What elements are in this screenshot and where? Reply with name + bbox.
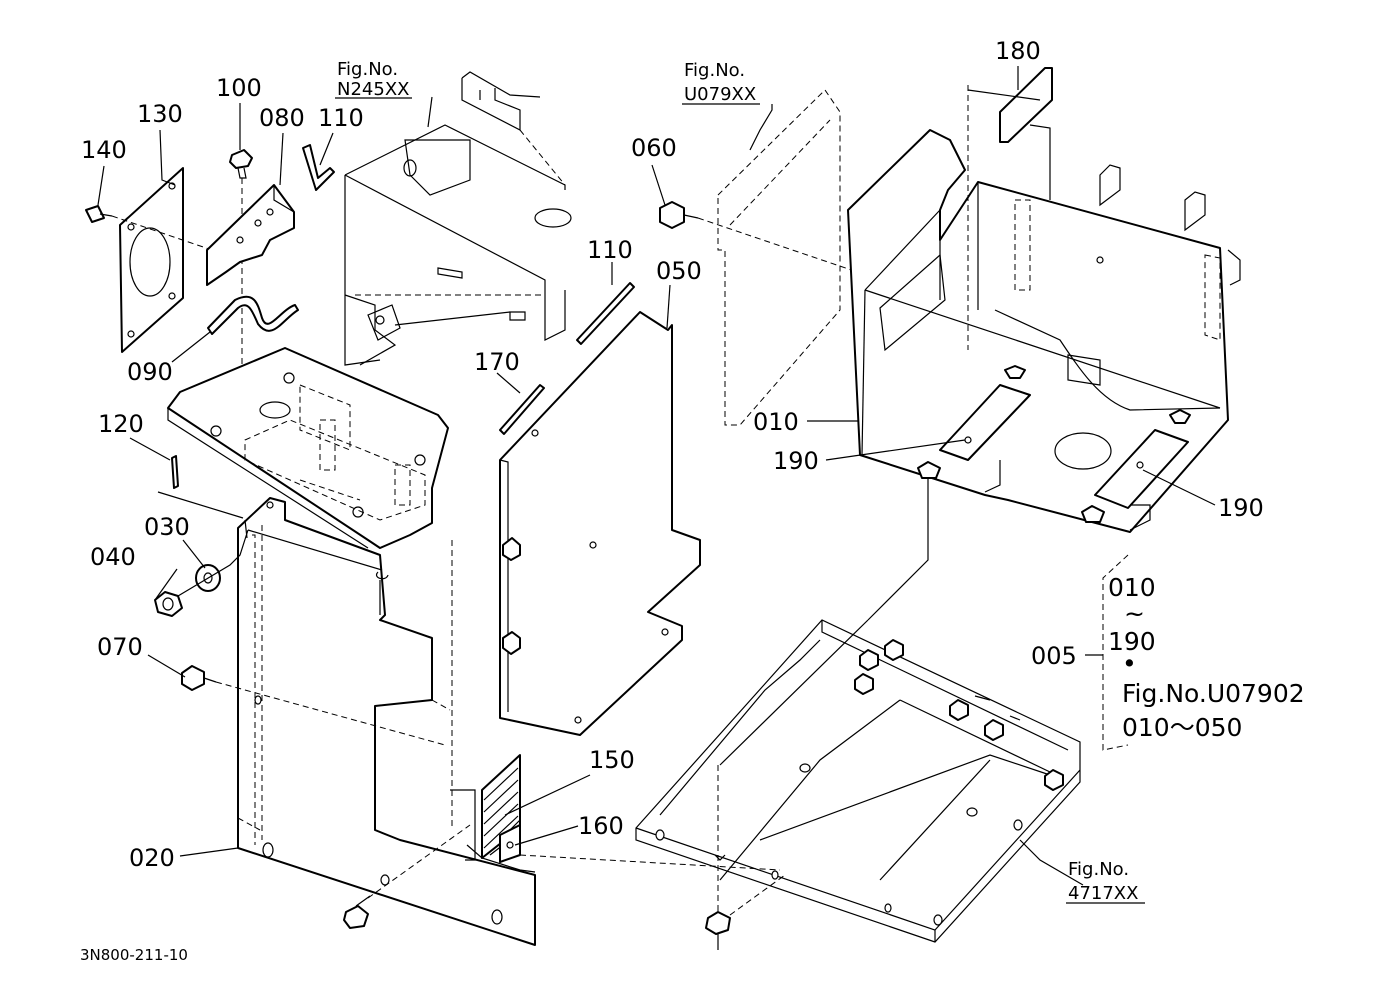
bolt-bottom-020 <box>343 824 781 929</box>
label-160: 160 <box>578 812 624 840</box>
part-170-strip <box>499 384 545 435</box>
label-140: 140 <box>81 136 127 164</box>
part-080-bracket <box>206 184 295 286</box>
fig-ref-4717xx-title: Fig.No. <box>1068 859 1129 880</box>
fig-ref-4717xx-code: 4717XX <box>1068 883 1138 904</box>
fastener-leads-030-040 <box>177 529 389 597</box>
label-020: 020 <box>129 844 175 872</box>
part-190-strip-left <box>939 384 1031 461</box>
part-180-pad <box>967 67 1053 350</box>
drawing-code: 3N800-211-10 <box>80 946 188 964</box>
part-070-bolt <box>181 665 446 746</box>
label-070: 070 <box>97 633 143 661</box>
label-030: 030 <box>144 513 190 541</box>
label-005: 005 <box>1031 642 1077 670</box>
label-080: 080 <box>259 104 305 132</box>
label-170: 170 <box>474 348 520 376</box>
fig-ref-u079xx-title: Fig.No. <box>684 60 745 81</box>
label-060: 060 <box>631 134 677 162</box>
label-190-right: 190 <box>1218 494 1264 522</box>
cover-plate-upper <box>167 347 449 549</box>
part-090-strip <box>207 295 299 335</box>
fig-references: Fig.No. N245XX Fig.No. U079XX Fig.No. 47… <box>335 59 1145 904</box>
label-100: 100 <box>216 74 262 102</box>
leader-lines <box>97 66 1216 886</box>
group-range-end: 190 <box>1108 627 1156 656</box>
box-to-tray-line-2 <box>719 619 869 766</box>
label-190-left: 190 <box>773 447 819 475</box>
label-120: 120 <box>98 410 144 438</box>
group-range-start: 010 <box>1108 573 1156 602</box>
part-020-side-panel <box>237 497 536 946</box>
part-190-strip-right <box>1094 429 1189 509</box>
part-010-battery-box <box>847 124 1241 533</box>
part-110-strip-center <box>576 282 635 345</box>
group-annotation: 010 ~ 190 • Fig.No.U07902 010～050 <box>1108 573 1305 742</box>
group-bracket-005 <box>1085 554 1129 751</box>
label-110-left: 110 <box>318 104 364 132</box>
part-110-strip-left <box>302 144 335 191</box>
reference-tray-4717xx <box>635 619 1081 950</box>
label-010: 010 <box>753 408 799 436</box>
fig-ref-u079xx-code: U079XX <box>684 84 756 105</box>
group-fig-ref: Fig.No.U07902 <box>1122 679 1305 708</box>
group-range-separator: ~ <box>1124 599 1145 628</box>
label-040: 040 <box>90 543 136 571</box>
reference-frame-n245xx <box>344 71 572 366</box>
label-050: 050 <box>656 257 702 285</box>
label-150: 150 <box>589 746 635 774</box>
part-labels: 130 140 100 080 110 090 120 030 040 070 … <box>81 37 1264 872</box>
label-110-center: 110 <box>587 236 633 264</box>
group-dot: • <box>1122 649 1137 678</box>
fig-ref-n245xx-title: Fig.No. <box>337 59 398 80</box>
part-150-label <box>450 754 536 873</box>
label-130: 130 <box>137 100 183 128</box>
part-140-bolt <box>85 205 213 251</box>
label-180: 180 <box>995 37 1041 65</box>
part-040-nut <box>154 591 183 617</box>
reference-frame-u079xx <box>717 89 841 426</box>
part-120-strip <box>157 455 244 519</box>
part-130-plate <box>119 167 184 353</box>
box-to-tray-line-1 <box>867 478 929 621</box>
fig-ref-n245xx-code: N245XX <box>337 79 409 100</box>
part-050-center-panel <box>499 311 701 736</box>
label-090: 090 <box>127 358 173 386</box>
group-fig-range: 010～050 <box>1122 713 1242 742</box>
